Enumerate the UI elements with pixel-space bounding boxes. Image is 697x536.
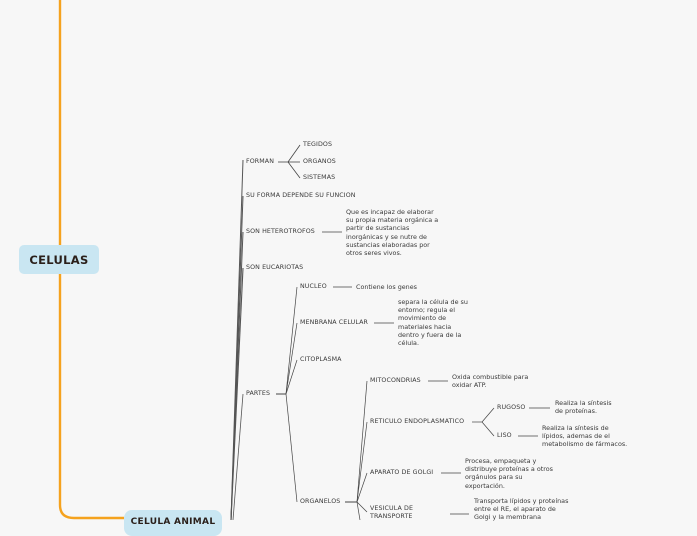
node-reticulo[interactable]: RETICULO ENDOPLASMATICO — [370, 418, 465, 425]
node-forman[interactable]: FORMAN — [246, 158, 275, 165]
desc-nucleo[interactable]: Contiene los genes — [356, 283, 417, 291]
node-liso[interactable]: LISO — [497, 432, 512, 439]
node-vesicula[interactable]: VESICULA DE TRANSPORTE — [370, 505, 414, 520]
node-organelos[interactable]: ORGANELOS — [300, 498, 341, 505]
node-sistemas[interactable]: SISTEMAS — [303, 174, 336, 181]
root-node-label: CELULA ANIMAL — [130, 517, 216, 527]
node-eucariotas[interactable]: SON EUCARIOTAS — [246, 264, 304, 271]
node-membrana-celular[interactable]: MENBRANA CELULAR — [300, 319, 369, 326]
root-node-celula-animal[interactable]: CELULA ANIMAL — [124, 510, 222, 536]
desc-mitocondrias[interactable]: Oxida combustible para oxidar ATP. — [452, 373, 529, 390]
desc-heterotrofos[interactable]: Que es incapaz de elaborar su propia mat… — [346, 208, 439, 258]
node-citoplasma[interactable]: CITOPLASMA — [300, 356, 342, 363]
desc-rugoso[interactable]: Realiza la síntesis de proteínas. — [555, 399, 612, 416]
node-partes[interactable]: PARTES — [246, 390, 271, 397]
root-node-label: CELULAS — [29, 252, 89, 267]
connector-lines — [58, 0, 550, 520]
node-heterotrofos[interactable]: SON HETEROTROFOS — [246, 228, 315, 235]
desc-liso[interactable]: Realiza la síntesis de lípidos, ademas d… — [542, 424, 628, 449]
main-branch-line — [58, 0, 124, 520]
desc-vesicula[interactable]: Transporta lípidos y proteínas entre el … — [474, 497, 569, 522]
node-tegidos[interactable]: TEGIDOS — [303, 141, 333, 148]
desc-membrana[interactable]: separa la célula de su entorno; regula e… — [398, 298, 468, 348]
node-nucleo[interactable]: NUCLEO — [300, 283, 327, 290]
node-su-forma[interactable]: SU FORMA DEPENDE SU FUNCION — [246, 192, 356, 199]
node-organos[interactable]: ORGANOS — [303, 158, 336, 165]
root-node-celulas[interactable]: CELULAS — [19, 245, 99, 274]
node-rugoso[interactable]: RUGOSO — [497, 404, 526, 411]
desc-golgi[interactable]: Procesa, empaqueta y distribuye proteína… — [465, 457, 554, 490]
node-mitocondrias[interactable]: MITOCONDRIAS — [370, 377, 421, 384]
node-golgi[interactable]: APARATO DE GOLGI — [370, 469, 434, 476]
